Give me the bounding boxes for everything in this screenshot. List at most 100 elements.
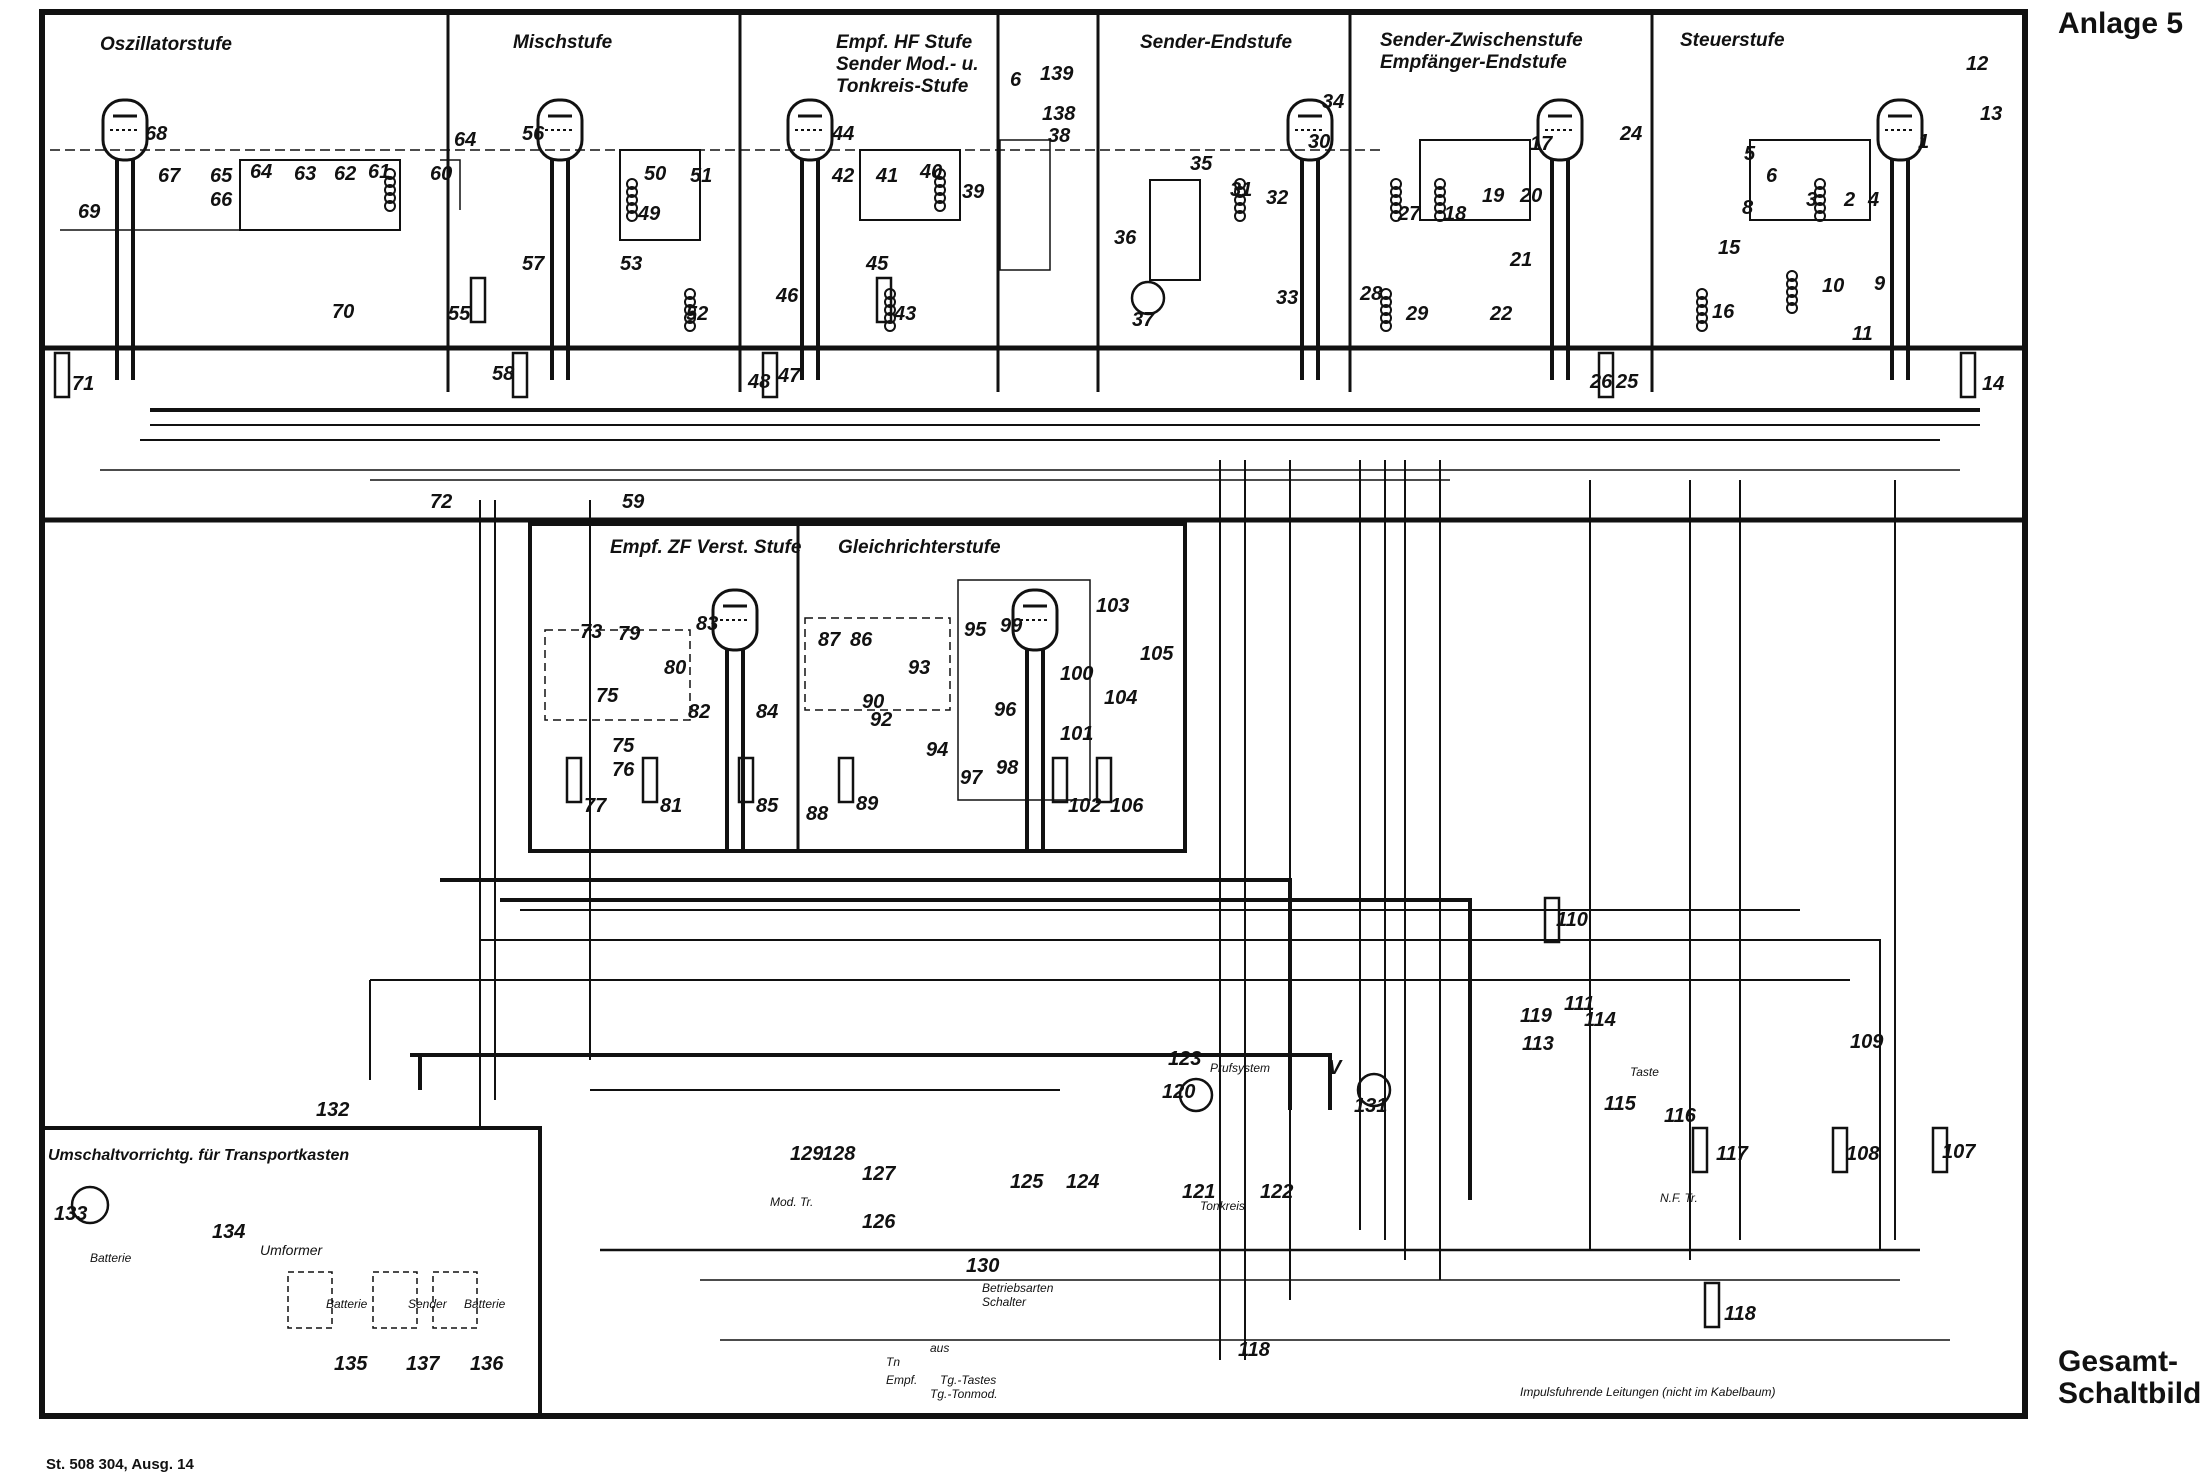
label-95: 95 — [964, 619, 987, 641]
title-umschalt: Umschaltvorrichtg. für Transportkasten — [48, 1147, 349, 1164]
label-97: 97 — [960, 767, 983, 789]
label-75: 75 — [612, 735, 635, 757]
label-8: 8 — [1742, 197, 1754, 219]
label-90: 90 — [862, 691, 884, 713]
label-44: 44 — [831, 123, 854, 145]
text-betriebsarten: Betriebsarten — [982, 1281, 1054, 1295]
text-legend-note: Impulsfuhrende Leitungen (nicht im Kabel… — [1520, 1385, 1775, 1399]
label-V: V — [1328, 1057, 1343, 1079]
label-4: 4 — [1867, 189, 1879, 211]
label-51: 51 — [690, 165, 712, 187]
title-oszillator: Oszillatorstufe — [100, 34, 232, 55]
label-107: 107 — [1942, 1141, 1976, 1163]
text-aus: aus — [930, 1341, 949, 1355]
title-gleich: Gleichrichterstufe — [838, 537, 1001, 558]
label-137: 137 — [406, 1353, 440, 1375]
label-6b: 6 — [1766, 165, 1778, 187]
label-126: 126 — [862, 1211, 896, 1233]
resistor-icon — [875, 276, 893, 324]
coil-icon — [884, 288, 896, 332]
resistor-icon — [1703, 1281, 1721, 1329]
label-29: 29 — [1405, 303, 1429, 325]
label-124: 124 — [1066, 1171, 1099, 1193]
label-82: 82 — [688, 701, 710, 723]
label-92: 92 — [870, 709, 892, 731]
battery-icon — [287, 1271, 333, 1329]
label-132: 132 — [316, 1099, 349, 1121]
label-87: 87 — [818, 629, 841, 651]
text-batt-136: Batterie — [464, 1297, 506, 1311]
label-103: 103 — [1096, 595, 1129, 617]
resistor-icon — [1959, 351, 1977, 399]
tube-icon — [1011, 588, 1059, 850]
vacuum-tubes — [101, 98, 1924, 850]
coil-icon — [1814, 178, 1826, 222]
text-taste: Taste — [1630, 1065, 1659, 1079]
label-119: 119 — [1520, 1005, 1553, 1027]
resistor-icon — [511, 351, 529, 399]
zf-box — [528, 522, 1187, 853]
osc-tank-box — [239, 159, 401, 231]
battery-icon — [372, 1271, 418, 1329]
title-misch: Mischstufe — [513, 32, 613, 53]
zf-filter-box — [544, 629, 691, 721]
title-zf: Empf. ZF Verst. Stufe — [610, 537, 802, 558]
label-89: 89 — [856, 793, 879, 815]
label-18: 18 — [1444, 203, 1467, 225]
label-128: 128 — [822, 1143, 856, 1165]
label-76: 76 — [612, 759, 635, 781]
coil-icon — [684, 288, 696, 332]
label-113: 113 — [1522, 1033, 1554, 1055]
text-prufsystem: Prufsystem — [1210, 1061, 1270, 1075]
resistor-icon — [565, 756, 583, 804]
label-85: 85 — [756, 795, 779, 817]
heavy-wire-1055 — [410, 1053, 1332, 1110]
label-19: 19 — [1482, 185, 1505, 207]
heavy-wire-880 — [440, 878, 1292, 1110]
wiring — [50, 139, 1980, 1360]
label-13: 13 — [1980, 103, 2002, 125]
label-2: 2 — [1843, 189, 1855, 211]
label-49: 49 — [637, 203, 661, 225]
label-42: 42 — [831, 165, 854, 187]
resistor-icon — [641, 756, 659, 804]
label-121: 121 — [1182, 1181, 1215, 1203]
label-133: 133 — [54, 1203, 87, 1225]
outer-border — [39, 9, 2028, 1419]
label-5: 5 — [1744, 143, 1756, 165]
label-69: 69 — [78, 201, 101, 223]
resistor-icon — [1095, 756, 1113, 804]
label-116: 116 — [1664, 1105, 1697, 1127]
label-129: 129 — [790, 1143, 824, 1165]
misch-coupling — [440, 159, 461, 210]
label-17: 17 — [1530, 133, 1553, 155]
battery-icon — [432, 1271, 478, 1329]
tube-icon — [536, 98, 584, 380]
resistor-icon — [469, 276, 487, 324]
label-114: 114 — [1584, 1009, 1616, 1031]
label-34: 34 — [1322, 91, 1344, 113]
label-68: 68 — [145, 123, 168, 145]
tube-icon — [711, 588, 759, 850]
gleich-filter-box — [804, 617, 951, 711]
label-52: 52 — [686, 303, 708, 325]
title-hf-3: Tonkreis-Stufe — [836, 76, 969, 97]
label-99: 99 — [1000, 615, 1023, 637]
label-1: 1 — [1918, 131, 1929, 153]
relay-box — [999, 139, 1051, 271]
text-batt-137: Sender — [408, 1297, 448, 1311]
resistor-icon — [1597, 351, 1615, 399]
label-37: 37 — [1132, 309, 1155, 331]
label-130: 130 — [966, 1255, 999, 1277]
label-48: 48 — [747, 371, 771, 393]
label-135: 135 — [334, 1353, 368, 1375]
label-98: 98 — [996, 757, 1019, 779]
text-batt-135: Batterie — [326, 1297, 368, 1311]
label-73: 73 — [580, 621, 602, 643]
label-10: 10 — [1822, 275, 1844, 297]
zw-tank-box — [1419, 139, 1531, 221]
resistor-icon — [1691, 1126, 1709, 1174]
coil-icon — [1786, 270, 1798, 314]
label-131: 131 — [1354, 1095, 1387, 1117]
